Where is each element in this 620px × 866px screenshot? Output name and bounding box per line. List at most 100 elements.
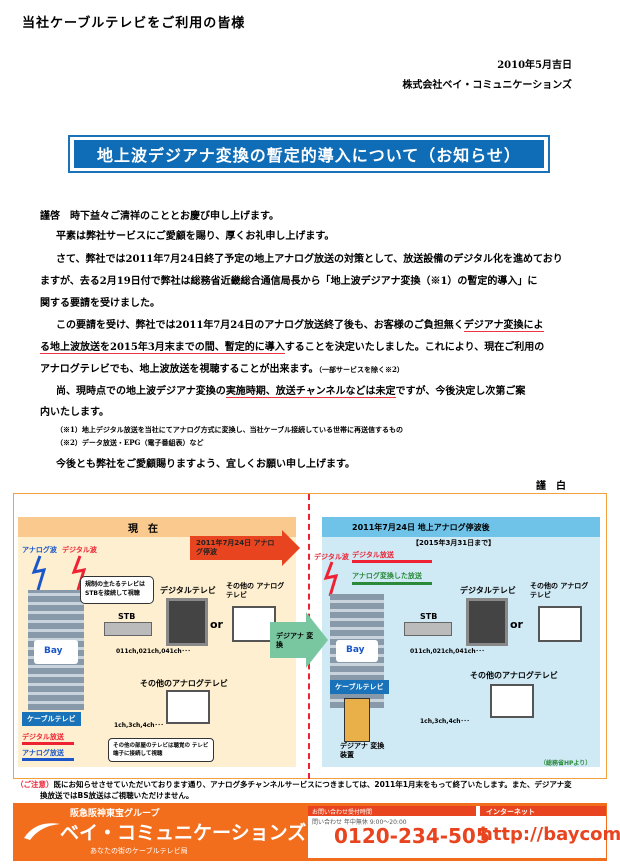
text-span: 尚、現時点での地上波デジアナ変換の: [56, 386, 226, 397]
analog-broadcast-line: [22, 758, 74, 761]
other-analog-tv2-label-right: その他のアナログテレビ: [470, 671, 558, 680]
text-span: ですが、今後決定し次第ご案: [395, 386, 526, 397]
converter-device: [344, 698, 370, 742]
paragraph-line: アナログテレビでも、地上波放送を視聴することが出来ます。（一部サービスを除く※2…: [40, 360, 404, 379]
underlined-text: る地上波放送を2015年3月末までの間、暫定的に導入: [40, 342, 285, 354]
phone-hours: 問い合わせ 年中無休 9:00～20:00: [312, 819, 407, 826]
footnote-1: （※1）地上デジタル放送を当社にてアナログ方式に変換し、当社ケーブル接続している…: [56, 425, 403, 434]
notice-text-2: 換放送ではBS放送はご視聴いただけません。: [40, 791, 194, 800]
analog-tv-2-right: [490, 684, 534, 718]
footnote-2: （※2）データ放送・EPG（電子番組表）など: [56, 438, 204, 447]
after-header-label: 2011年7月24日 地上アナログ停波後: [352, 523, 490, 532]
contact-header-right: [480, 806, 606, 816]
phone-note: お問い合わせ受付時間: [312, 809, 373, 816]
or-label-right: or: [510, 618, 523, 631]
timeline-arrow: [190, 536, 282, 560]
text-span: アナログテレビでも、地上波放送を視聴することが出来ます。: [40, 364, 319, 375]
website-link[interactable]: http://baycom.jp: [480, 824, 620, 845]
channels-digital-right: 011ch,021ch,041ch･･･: [410, 648, 485, 655]
underlined-text: 実施時期、放送チャンネルなどは未定: [225, 386, 396, 398]
analog-tv-right: [538, 606, 582, 642]
internet-label: インターネット: [486, 808, 535, 816]
paragraph-line: 関する要請を受けました。: [40, 298, 160, 309]
digital-broadcast-arrow: [352, 560, 432, 563]
stb-callout-text: 規制の主たるテレビは STBを接続して視聴: [85, 581, 146, 597]
text-span: この要請を受け、弊社では2011年7月24日のアナログ放送終了後も、お客様のご負…: [56, 320, 464, 331]
company-name: 株式会社ベイ・コミュニケーションズ: [402, 80, 572, 91]
notice-text: 既にお知らせさせていただいております通り、アナログ多チャンネルサービスにつきまし…: [53, 780, 572, 789]
page-title: 地上波デジアナ変換の暫定的導入について（お知らせ）: [74, 140, 544, 168]
digital-broadcast-line: [22, 742, 74, 745]
panel-current-header: [18, 517, 296, 537]
paragraph-line: 内いたします。: [40, 407, 109, 418]
analog-broadcast-label: アナログ放送: [22, 749, 64, 757]
date: 2010年5月吉日: [497, 60, 572, 71]
other-analog-tv-label-right: その他の アナログテレビ: [530, 582, 589, 599]
analog-converted-arrow: [352, 582, 432, 585]
convert-arrow: [270, 622, 306, 658]
cable-tv-label: ケーブルテレビ: [22, 712, 81, 726]
notice-label: （ご注意）: [16, 780, 54, 789]
title-box: 地上波デジアナ変換の暫定的導入について（お知らせ）: [68, 135, 550, 173]
cable-tv-label-right: ケーブルテレビ: [330, 680, 389, 694]
stb-label-right: STB: [420, 612, 438, 621]
stb-callout: 規制の主たるテレビは STBを接続して視聴: [80, 576, 154, 604]
stb-label: STB: [118, 612, 136, 621]
paragraph-thanks: 平素は弊社サービスにご愛顧を賜り、厚くお礼申し上げます。: [56, 231, 335, 242]
analog-converted-label: アナログ変換した放送: [352, 572, 422, 580]
paragraph-line: この要請を受け、弊社では2011年7月24日のアナログ放送終了後も、お客様のご負…: [56, 316, 544, 335]
digital-tv-label-right: デジタルテレビ: [460, 586, 516, 595]
digital-tv: [166, 598, 208, 646]
digital-broadcast-label-right: デジタル放送: [352, 551, 394, 559]
bay-logo-right-text: Bay: [346, 645, 365, 655]
or-label: or: [210, 618, 223, 631]
stb-device: [104, 622, 152, 636]
digital-tv-label: デジタルテレビ: [160, 586, 216, 595]
paragraph-opening: 謹啓 時下益々ご清祥のこととお慶び申し上げます。: [40, 211, 279, 222]
contact-header-left: [308, 806, 476, 816]
other-room-callout-text: その他の部屋のテレビは聴覚の テレビ端子に接続して視聴: [113, 743, 209, 757]
paragraph-line: ますが、去る2月19日付で弊社は総務省近畿総合通信局長から「地上波デジアナ変換（…: [40, 276, 538, 287]
timeline-arrow-label: 2011年7月24日 アナログ停波: [196, 539, 275, 556]
other-analog-tv-label: その他の アナログテレビ: [226, 582, 285, 599]
digital-wave-label-right: デジタル波: [314, 553, 349, 561]
footer-group: 阪急阪神東宝グループ: [70, 809, 160, 819]
paragraph-line: さて、弊社では2011年7月24日終了予定の地上アナログ放送の対策として、放送設…: [56, 254, 563, 265]
digital-tv-right: [466, 598, 508, 646]
note-inline: （一部サービスを除く※2）: [318, 365, 404, 374]
bay-logo: Bay: [34, 640, 78, 664]
channels-analog: 1ch,3ch,4ch･･･: [114, 722, 164, 729]
bay-logo-right: Bay: [336, 640, 378, 662]
notice: （ご注意）既にお知らせさせていただいております通り、アナログ多チャンネルサービス…: [16, 779, 606, 801]
other-analog-tv2-label: その他のアナログテレビ: [140, 679, 228, 688]
channels-analog-right: 1ch,3ch,4ch･･･: [420, 718, 470, 725]
underlined-text: デジアナ変換によ: [463, 320, 544, 332]
paragraph-closing: 今後とも弊社をご愛顧賜りますよう、宜しくお願い申し上げます。: [56, 459, 355, 470]
greeting: 当社ケーブルテレビをご利用の皆様: [22, 16, 246, 31]
phone-number[interactable]: 0120-234-505: [334, 824, 490, 848]
timeline-arrow-head: [282, 530, 300, 566]
source-credit: （総務省HPより）: [540, 760, 592, 767]
wave-bolt-right: [323, 561, 339, 597]
other-room-callout: その他の部屋のテレビは聴覚の テレビ端子に接続して視聴: [108, 738, 214, 762]
converter-label: デジアナ 変換装置: [340, 742, 385, 759]
closing-signature: 謹 白: [536, 481, 566, 492]
bay-logo-text: Bay: [44, 646, 63, 656]
analog-tv-2: [166, 690, 210, 724]
paragraph-line: る地上波放送を2015年3月末までの間、暫定的に導入することを決定いたしました。…: [40, 338, 544, 357]
digital-wave-label: デジタル波: [62, 546, 97, 554]
digital-broadcast-label: デジタル放送: [22, 733, 64, 741]
channels-digital: 011ch,021ch,041ch･･･: [116, 648, 191, 655]
current-header-label: 現 在: [128, 524, 158, 535]
text-span: することを決定いたしました。これにより、現在ご利用の: [284, 342, 545, 353]
panel-after-header: [322, 517, 600, 537]
footer-tagline: あなたの街のケーブルテレビ局: [90, 847, 188, 855]
brand-swoosh-icon: [24, 823, 60, 840]
paragraph-line: 尚、現時点での地上波デジアナ変換の実施時期、放送チャンネルなどは未定ですが、今後…: [56, 382, 525, 401]
footer-brand: ベイ・コミュニケーションズ: [60, 822, 307, 844]
analog-wave-label: アナログ波: [22, 546, 57, 554]
after-subheader: 【2015年3月31日まで】: [412, 539, 496, 547]
stb-device-right: [404, 622, 452, 636]
convert-label: デジアナ 変換: [276, 632, 314, 649]
convert-arrow-head: [306, 612, 328, 668]
